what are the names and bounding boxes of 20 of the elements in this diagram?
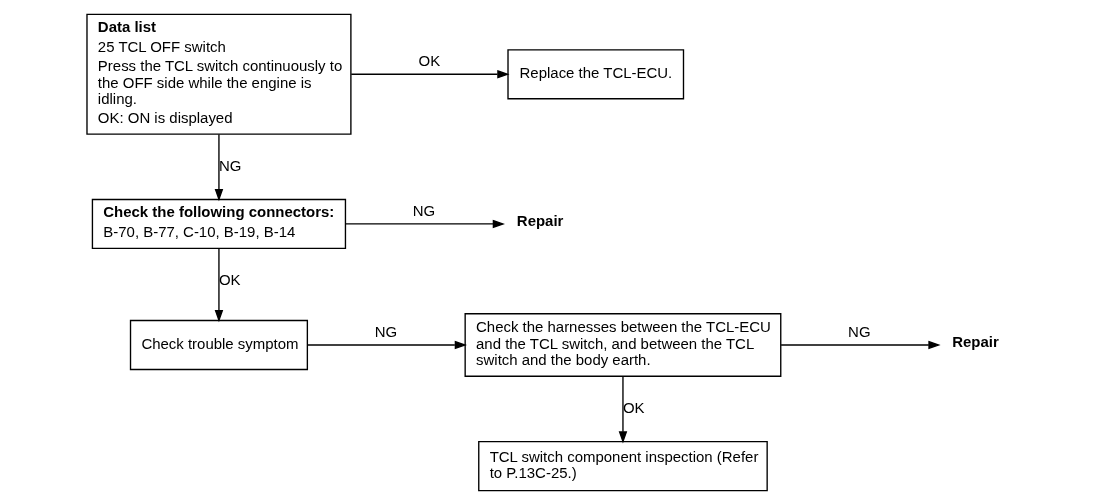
node-box: TCL switch component inspection (Refer to P.13C-25.) — [477, 440, 768, 491]
node-box: Data list 25 TCL OFF switch Press the TCL switch continuously to the OFF side while the engine is idling. OK: ON is displayed — [85, 13, 352, 135]
arrow — [344, 219, 505, 228]
node-box: Check trouble symptom — [129, 319, 308, 370]
arrow — [779, 340, 941, 349]
node-box: Check the harnesses between the TCL-ECU and the TCL switch, and between the TCL switch and the body earth. — [464, 312, 781, 377]
arrow — [306, 340, 467, 349]
edge-label: NG — [218, 156, 241, 174]
edge-label: OK — [418, 51, 440, 69]
node-box: Replace the TCL-ECU. — [506, 48, 684, 99]
arrow — [618, 375, 627, 443]
arrow — [214, 133, 223, 201]
node-box: Check the following connectors: B-70, B-77, C-10, B-19, B-14 — [91, 198, 346, 249]
node-text: Repair — [516, 211, 563, 229]
node-text: Repair — [951, 332, 999, 350]
edge-label: NG — [847, 322, 871, 340]
edge-label: NG — [374, 322, 397, 340]
edge-label: NG — [412, 201, 435, 218]
arrow — [350, 69, 509, 79]
arrow — [214, 247, 223, 322]
